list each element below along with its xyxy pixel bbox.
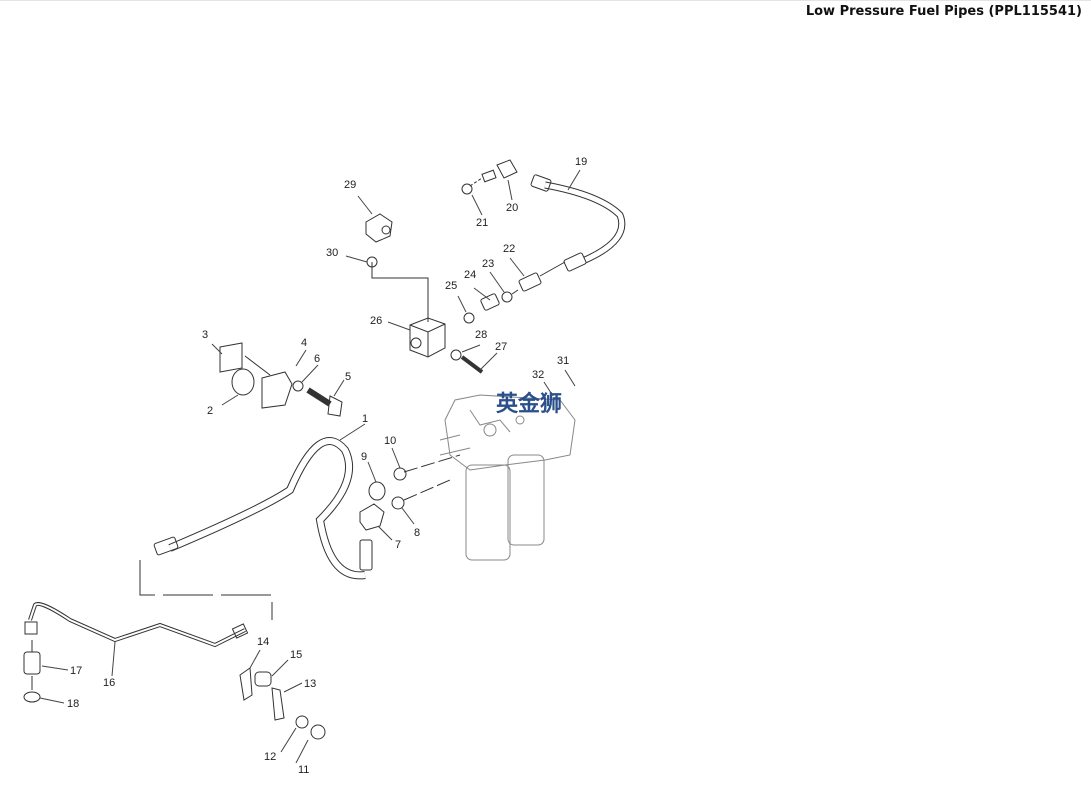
callout-labels: 1 2 3 4 5 6 7 8 9 10 11 12 13 14 15 16 1… xyxy=(67,156,587,776)
callout-15: 15 xyxy=(290,649,302,661)
callout-22: 22 xyxy=(503,243,515,255)
callout-26: 26 xyxy=(370,315,382,327)
callout-17: 17 xyxy=(70,665,82,677)
elbow-fitting-20 xyxy=(469,159,518,187)
callout-13: 13 xyxy=(304,678,316,690)
o-ring-25 xyxy=(463,312,475,324)
clip-3 xyxy=(219,342,243,373)
sleeve-15 xyxy=(254,671,272,687)
plug-9 xyxy=(368,481,386,501)
guide-line xyxy=(371,262,429,322)
callout-31: 31 xyxy=(557,355,569,367)
adaptor-22 xyxy=(518,272,542,292)
adaptor-24 xyxy=(480,293,500,311)
fuel-filter-assembly xyxy=(439,394,576,561)
nut-11 xyxy=(310,724,326,740)
bracket-4 xyxy=(261,371,293,409)
callout-24: 24 xyxy=(464,269,476,281)
washer-12 xyxy=(295,715,309,729)
o-ring-10 xyxy=(393,467,407,481)
callout-6: 6 xyxy=(314,353,320,365)
elbow-7 xyxy=(359,503,385,531)
callout-29: 29 xyxy=(344,179,356,191)
elbow-fitting-29 xyxy=(365,213,393,243)
guide-line-2 xyxy=(139,560,273,620)
washer-28 xyxy=(450,349,462,361)
callout-18: 18 xyxy=(67,698,79,710)
callout-28: 28 xyxy=(475,329,487,341)
grommet-2 xyxy=(231,368,255,396)
callout-23: 23 xyxy=(482,258,494,270)
callout-19: 19 xyxy=(575,156,587,168)
callout-4: 4 xyxy=(301,337,307,349)
callout-12: 12 xyxy=(264,751,276,763)
callout-20: 20 xyxy=(506,202,518,214)
callout-2: 2 xyxy=(207,405,213,417)
top-border xyxy=(0,0,1091,1)
adaptor-17 xyxy=(23,651,41,675)
callout-10: 10 xyxy=(384,435,396,447)
callout-27: 27 xyxy=(495,341,507,353)
clip-14 xyxy=(239,667,253,701)
callout-16: 16 xyxy=(103,677,115,689)
bolt-27 xyxy=(460,355,484,374)
callout-1: 1 xyxy=(362,413,368,425)
callout-3: 3 xyxy=(202,329,208,341)
o-ring-23 xyxy=(501,291,513,303)
callout-7: 7 xyxy=(395,539,401,551)
o-ring-21 xyxy=(461,183,473,195)
callout-9: 9 xyxy=(361,451,367,463)
banjo-block-26 xyxy=(409,317,446,358)
watermark-logo: 英金狮 xyxy=(496,391,562,417)
callout-30: 30 xyxy=(326,247,338,259)
page-title: Low Pressure Fuel Pipes (PPL115541) xyxy=(805,4,1082,19)
o-ring-18 xyxy=(23,691,41,703)
hose-19 xyxy=(530,174,626,272)
callout-25: 25 xyxy=(445,280,457,292)
callout-8: 8 xyxy=(414,527,420,539)
leader-lines xyxy=(39,169,581,764)
callout-11: 11 xyxy=(298,764,309,776)
callout-21: 21 xyxy=(476,217,488,229)
callout-14: 14 xyxy=(257,636,269,648)
callout-32: 32 xyxy=(532,369,544,381)
hose-1 xyxy=(153,437,373,580)
clip-13 xyxy=(271,687,285,721)
washer-6 xyxy=(292,380,304,392)
bolt-5 xyxy=(306,387,343,417)
o-ring-8 xyxy=(391,496,405,510)
pipe-16 xyxy=(24,602,249,648)
callout-5: 5 xyxy=(345,371,351,383)
